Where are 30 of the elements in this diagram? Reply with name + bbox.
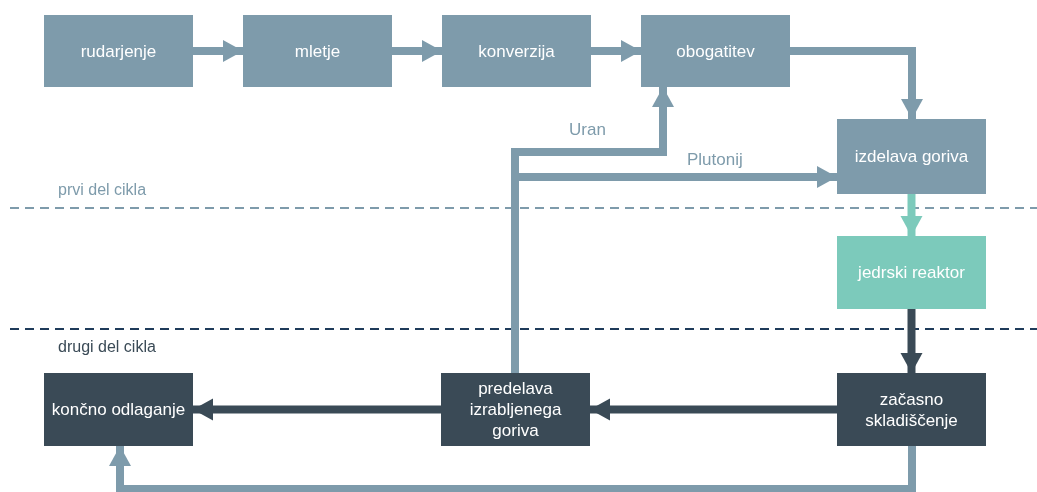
arrow: [109, 446, 916, 492]
arrow: [590, 398, 837, 421]
box-label: mletje: [294, 40, 341, 62]
arrow: [790, 47, 923, 119]
box-label: predelava izrabljenega goriva: [468, 378, 563, 441]
arrow: [511, 166, 837, 373]
process-box: [44, 373, 193, 446]
box-label: rudarjenje: [80, 40, 157, 62]
process-box: [837, 119, 986, 194]
arrow: [392, 40, 442, 62]
arrow: [900, 194, 923, 236]
arrow: [591, 40, 641, 62]
box-label: obogatitev: [676, 40, 755, 62]
box-label: izdelava goriva: [854, 146, 969, 167]
box-label: jedrski reaktor: [858, 262, 965, 283]
section-label: drugi del cikla: [58, 338, 156, 356]
arrow: [193, 398, 441, 421]
process-box: [442, 15, 591, 87]
process-box: [243, 15, 392, 87]
box-label: konverzija: [478, 40, 555, 62]
box-label: začasno skladiščenje: [864, 388, 959, 431]
process-box: [837, 373, 986, 446]
process-box: [441, 373, 590, 446]
section-label: prvi del cikla: [58, 181, 147, 199]
process-box: [837, 236, 986, 309]
box-label: končno odlaganje: [51, 399, 186, 420]
process-box: [44, 15, 193, 87]
arrow: [193, 40, 243, 62]
arrow: [900, 309, 923, 373]
process-box: [641, 15, 790, 87]
